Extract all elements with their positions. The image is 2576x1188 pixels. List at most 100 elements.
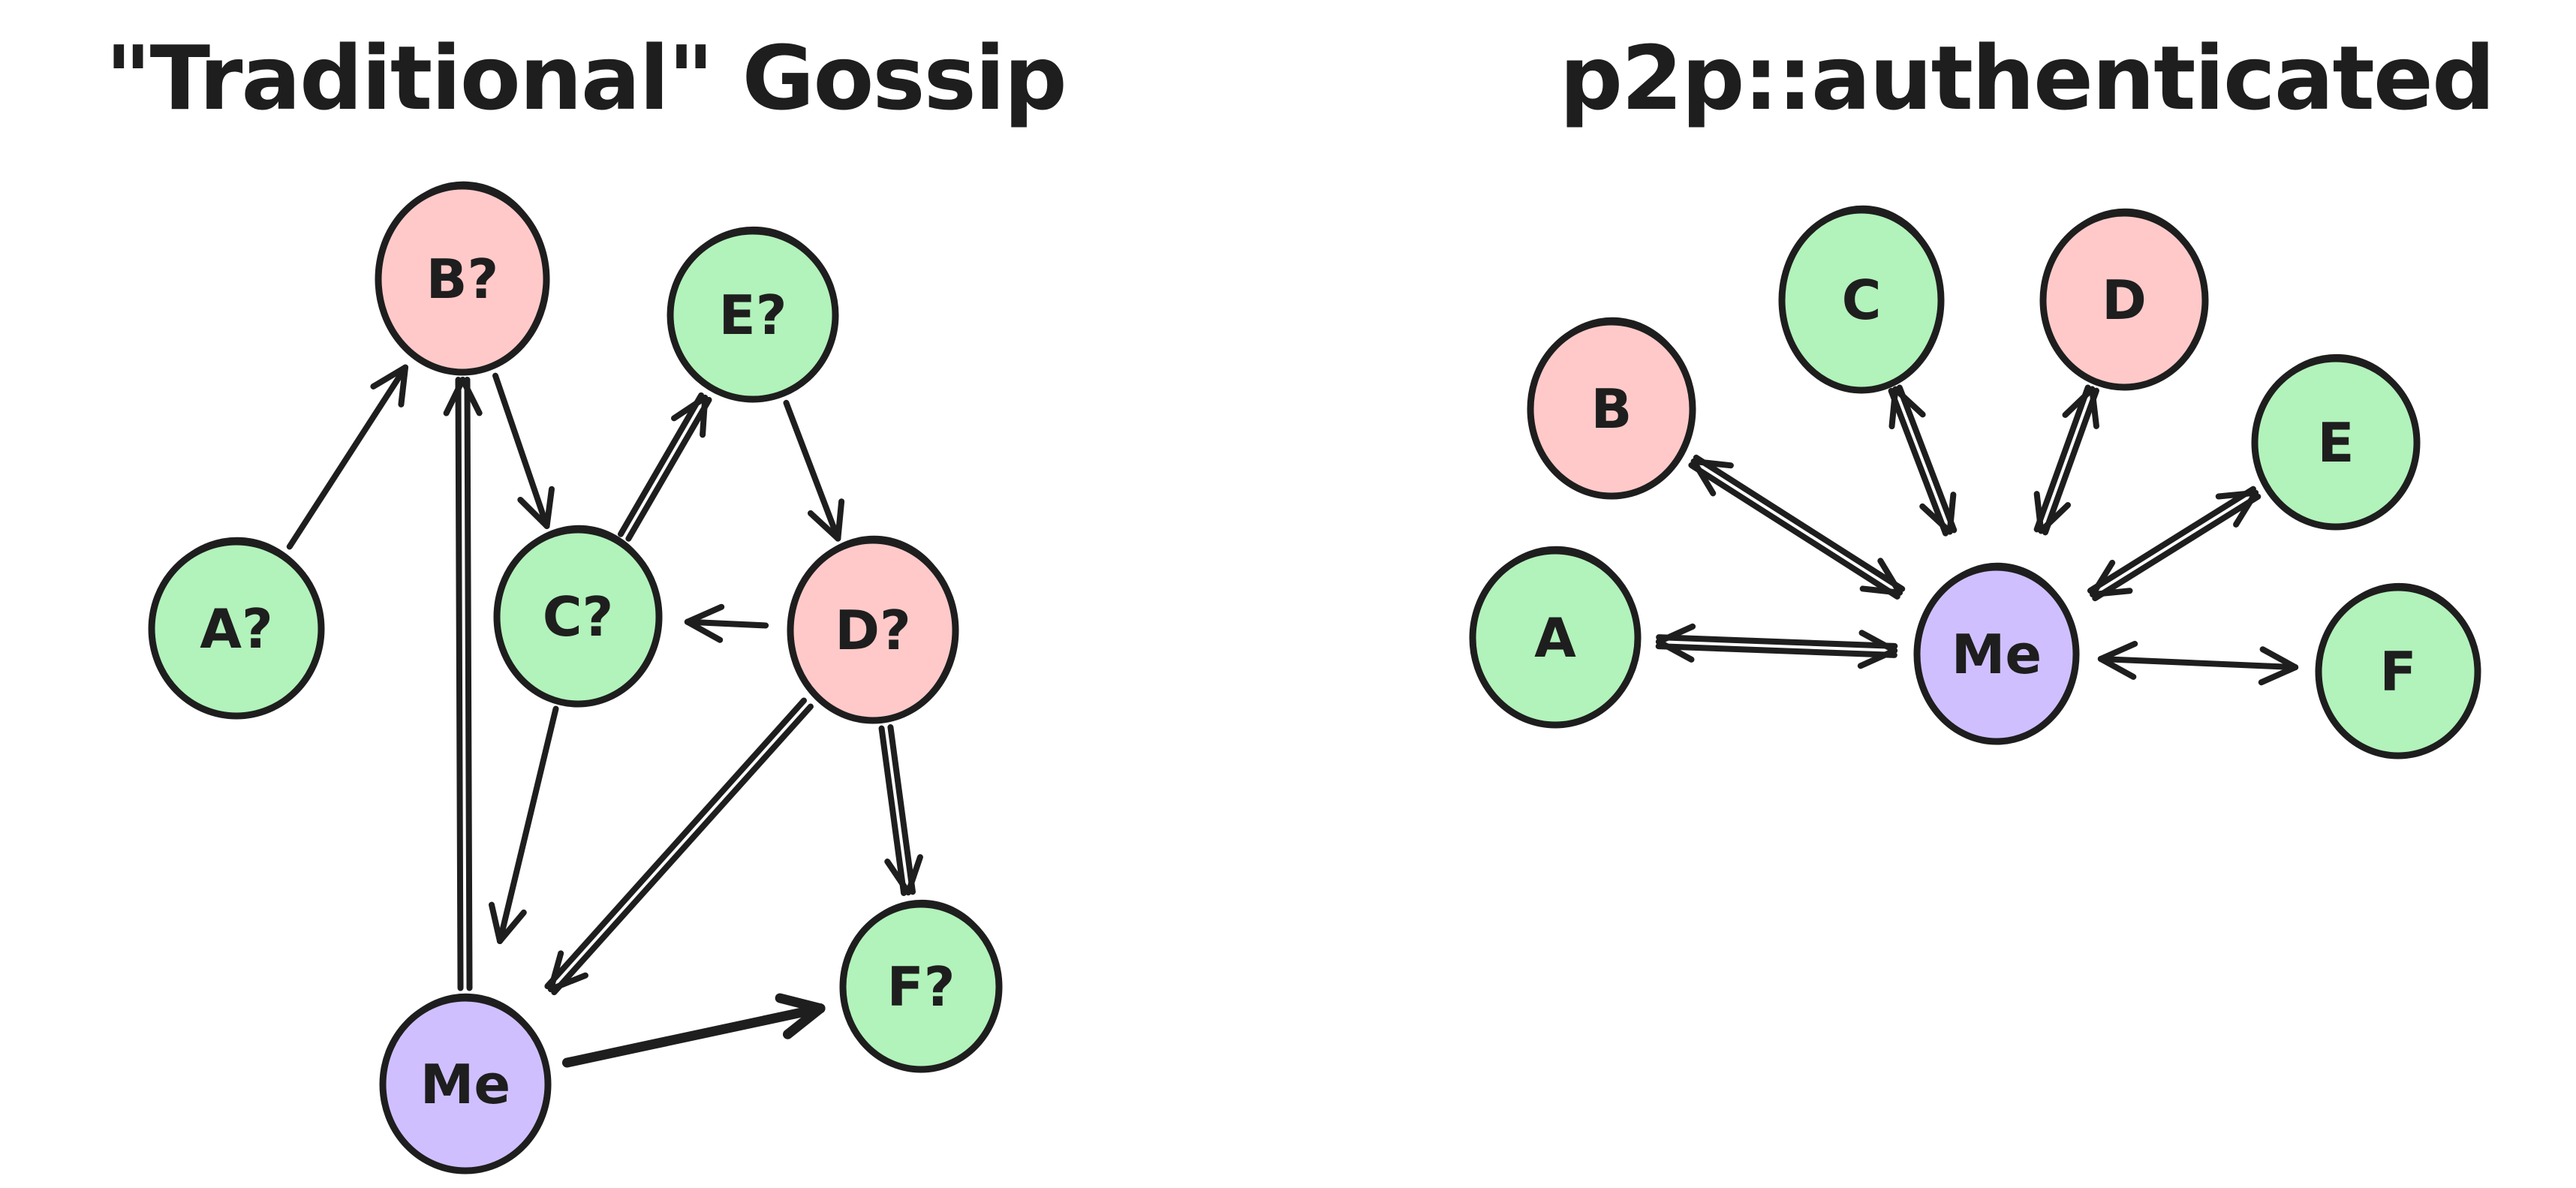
node-F: F — [2315, 582, 2481, 759]
node-circle-sketch-A — [151, 537, 322, 718]
edge-line — [887, 724, 916, 895]
node-circle-sketch-B — [378, 181, 547, 374]
edge-A-B — [286, 364, 409, 550]
edge-D-C — [684, 603, 769, 643]
node-label-Me: Me — [1952, 623, 2042, 686]
edge-line — [561, 1003, 826, 1068]
arrowhead-C-Me — [496, 909, 527, 944]
node-circle-sketch-C — [1781, 205, 1943, 392]
node-label-A: A — [1534, 606, 1576, 669]
edge-B-Me — [1688, 454, 1906, 600]
node-label-B: B — [1591, 377, 1633, 441]
edge-line — [2087, 486, 2256, 594]
node-label-F: F? — [887, 955, 955, 1018]
node-Me: Me — [379, 993, 552, 1174]
edge-line — [1688, 462, 1900, 600]
node-Me: Me — [1913, 562, 2080, 745]
edge-line — [783, 399, 841, 542]
node-circle-sketch-Me — [382, 993, 549, 1173]
arrowhead-D-F — [905, 854, 923, 896]
arrowhead-E-D — [807, 510, 841, 542]
edge-Me-F — [2097, 640, 2299, 686]
edge-D-F — [878, 724, 923, 896]
arrowhead-A-B — [398, 364, 409, 408]
node-A: A? — [148, 537, 325, 720]
node-B: B? — [375, 181, 550, 376]
node-circle-sketch-A — [1472, 546, 1639, 727]
node-A: A — [1469, 546, 1642, 729]
arrowhead-A-Me — [1858, 630, 1898, 654]
node-C: C — [1778, 205, 1945, 394]
arrowhead-F-Me — [2097, 655, 2137, 680]
arrowhead-Me-C — [1892, 386, 1926, 418]
edge-line — [492, 372, 550, 529]
left-diagram-title: "Traditional" Gossip — [105, 26, 1066, 130]
node-circle-sketch-F — [2318, 582, 2479, 758]
edge-line — [1888, 387, 1949, 537]
arrowhead-E-Me — [2090, 559, 2116, 598]
node-B: B — [1527, 317, 1696, 500]
edge-Me-B — [443, 376, 483, 991]
node-circle-sketch-E — [670, 226, 836, 402]
arrowhead-Me-A — [1655, 623, 1696, 645]
arrowhead-D-Me — [547, 972, 588, 993]
edge-line — [2042, 387, 2099, 536]
arrowhead-B-Me — [1859, 585, 1903, 596]
edge-C-Me — [1888, 384, 1958, 537]
arrowhead-A-Me — [1857, 647, 1898, 669]
arrowhead-C-Me — [1946, 492, 1957, 535]
node-D: D? — [787, 535, 959, 724]
node-label-Me: Me — [420, 1053, 510, 1116]
edge-line — [286, 364, 409, 550]
node-F: F? — [839, 899, 1003, 1073]
arrowhead-D-C — [684, 603, 725, 625]
edge-E-Me — [2087, 486, 2262, 602]
arrowhead-C-E — [700, 394, 709, 438]
arrowhead-B-Me — [1877, 558, 1903, 596]
node-label-F: F — [2379, 640, 2416, 703]
edge-line — [1896, 384, 1958, 534]
edge-line — [2097, 655, 2299, 671]
edge-line — [684, 618, 769, 629]
node-circle-sketch-C — [496, 525, 661, 706]
diagram-traditional-gossip: "Traditional" Gossip A? B? C? D? E? F? Me — [105, 26, 1067, 1174]
edge-line — [617, 392, 705, 537]
edge-line — [1693, 454, 1906, 592]
arrowhead-E-D — [835, 498, 845, 542]
node-E: E — [2251, 353, 2421, 531]
edge-line — [544, 697, 808, 990]
node-circle-sketch-D — [790, 535, 956, 723]
arrowhead-B-C — [543, 486, 555, 529]
edge-D-Me — [544, 697, 814, 996]
edge-C-E — [617, 392, 712, 542]
left-diagram-edges — [286, 364, 923, 1068]
arrowhead-Me-D — [2062, 386, 2096, 418]
node-label-B: B? — [426, 248, 499, 311]
arrowhead-B-C — [517, 496, 550, 529]
node-circle-sketch-B — [1530, 317, 1694, 498]
node-label-D: D — [2102, 269, 2147, 332]
arrowhead-Me-E — [2233, 489, 2259, 528]
node-label-E: E? — [719, 284, 787, 347]
edge-line — [455, 377, 464, 991]
edge-D-Me — [2033, 384, 2099, 536]
arrowhead-D-F — [884, 859, 912, 896]
node-label-C: C — [1842, 269, 1882, 332]
node-label-C: C? — [543, 585, 614, 648]
arrowhead-Me-F — [2258, 664, 2299, 686]
edge-line — [2033, 384, 2091, 533]
arrowhead-D-Me — [547, 950, 564, 993]
node-circle-sketch-E — [2254, 353, 2418, 529]
arrowhead-Me-B — [443, 376, 466, 417]
node-label-A: A? — [200, 597, 273, 660]
node-C: C? — [493, 525, 663, 708]
arrowhead-D-Me — [2033, 491, 2045, 534]
edge-C-Me — [488, 705, 559, 944]
right-diagram-nodes: B C D E A Me F — [1469, 205, 2481, 759]
arrowhead-Me-D — [2089, 386, 2099, 429]
edge-line — [1656, 634, 1898, 649]
node-circle-sketch-D — [2042, 208, 2207, 389]
arrowhead-Me-F — [2259, 646, 2299, 671]
